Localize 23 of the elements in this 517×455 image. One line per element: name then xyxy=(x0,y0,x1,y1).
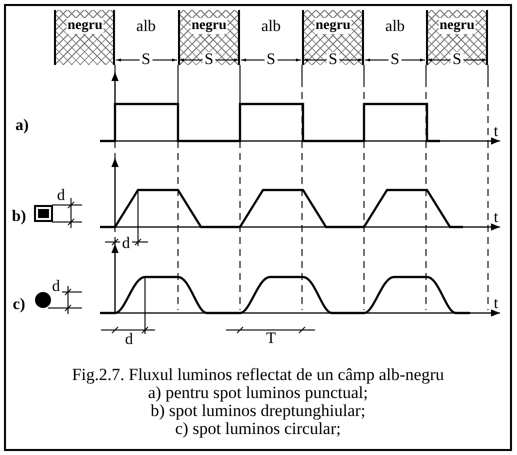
region-label: alb xyxy=(136,19,156,35)
plot-label: c) xyxy=(12,297,26,313)
caption-text: a) pentru spot luminos punctual; xyxy=(148,384,368,402)
caption-text: c) spot luminos circular; xyxy=(175,420,341,438)
dimension-label: d xyxy=(57,188,65,204)
dimension-label: S xyxy=(202,52,216,68)
caption-text: Fig.2.7. Fluxul luminos reflectat de un câmp alb-negru xyxy=(72,366,444,384)
region-label: alb xyxy=(385,19,405,35)
axis-label: t xyxy=(494,210,498,226)
axis-label: t xyxy=(494,124,498,140)
dimension-label: d xyxy=(125,332,133,348)
axis-label: t xyxy=(494,296,498,312)
dimension-label: S xyxy=(450,52,464,68)
region-label: negru xyxy=(438,18,476,34)
dimension-label: T xyxy=(266,331,276,347)
plot-label: b) xyxy=(12,209,26,225)
region-label: negru xyxy=(314,18,352,34)
caption-text: b) spot luminos dreptunghiular; xyxy=(150,402,366,420)
plot-label: a) xyxy=(15,118,29,134)
dimension-label: S xyxy=(326,52,340,68)
region-label: alb xyxy=(261,19,281,35)
region-label: negru xyxy=(190,18,228,34)
region-label: negru xyxy=(66,18,104,34)
